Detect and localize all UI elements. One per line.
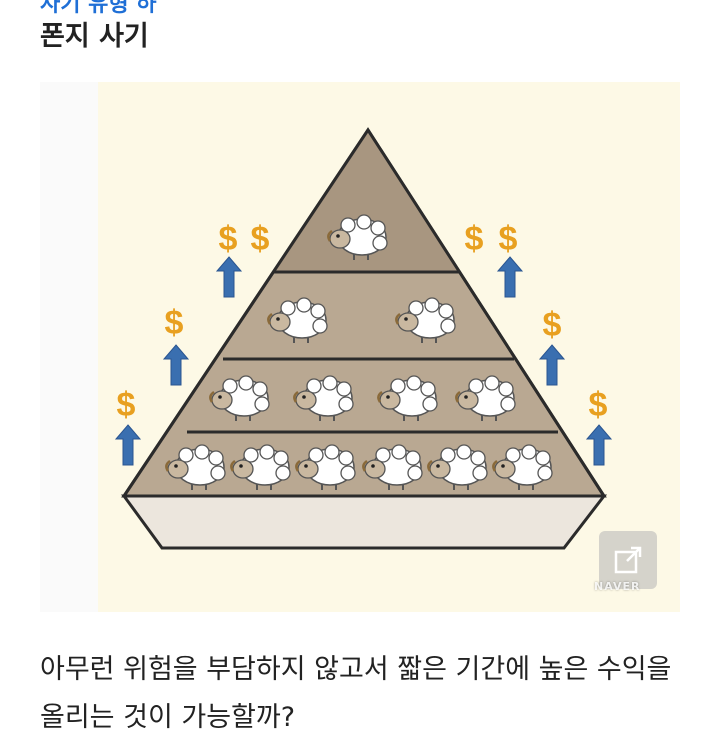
- pyramid-illustration: $: [115, 127, 612, 550]
- dollar-icon: [164, 304, 184, 342]
- dollar-icon: [542, 306, 562, 344]
- up-arrow-icon: [586, 424, 612, 466]
- dollar-icon: [250, 220, 270, 258]
- ponzi-figure[interactable]: $: [40, 82, 680, 612]
- dollar-icon: [218, 220, 238, 258]
- dollar-icon: [498, 220, 518, 258]
- expand-image-button[interactable]: [599, 531, 657, 589]
- up-arrow-icon: [497, 256, 523, 298]
- naver-watermark: NAVER: [594, 580, 641, 593]
- category-link[interactable]: 사기 유형 하: [40, 0, 157, 17]
- dollar-icon: [588, 386, 608, 424]
- dollar-icon: [464, 220, 484, 258]
- up-arrow-icon: [115, 424, 141, 466]
- section-title: 폰지 사기: [40, 21, 149, 52]
- up-arrow-icon: [163, 344, 189, 386]
- dollar-icon: [116, 386, 136, 424]
- expand-icon: [614, 546, 642, 574]
- up-arrow-icon: [216, 256, 242, 298]
- pyramid-top-tier: [273, 130, 460, 272]
- up-arrow-icon: [539, 344, 565, 386]
- pyramid-base: [121, 494, 608, 550]
- article-paragraph: 아무런 위험을 부담하지 않고서 짧은 기간에 높은 수익을 올리는 것이 가능…: [40, 654, 672, 733]
